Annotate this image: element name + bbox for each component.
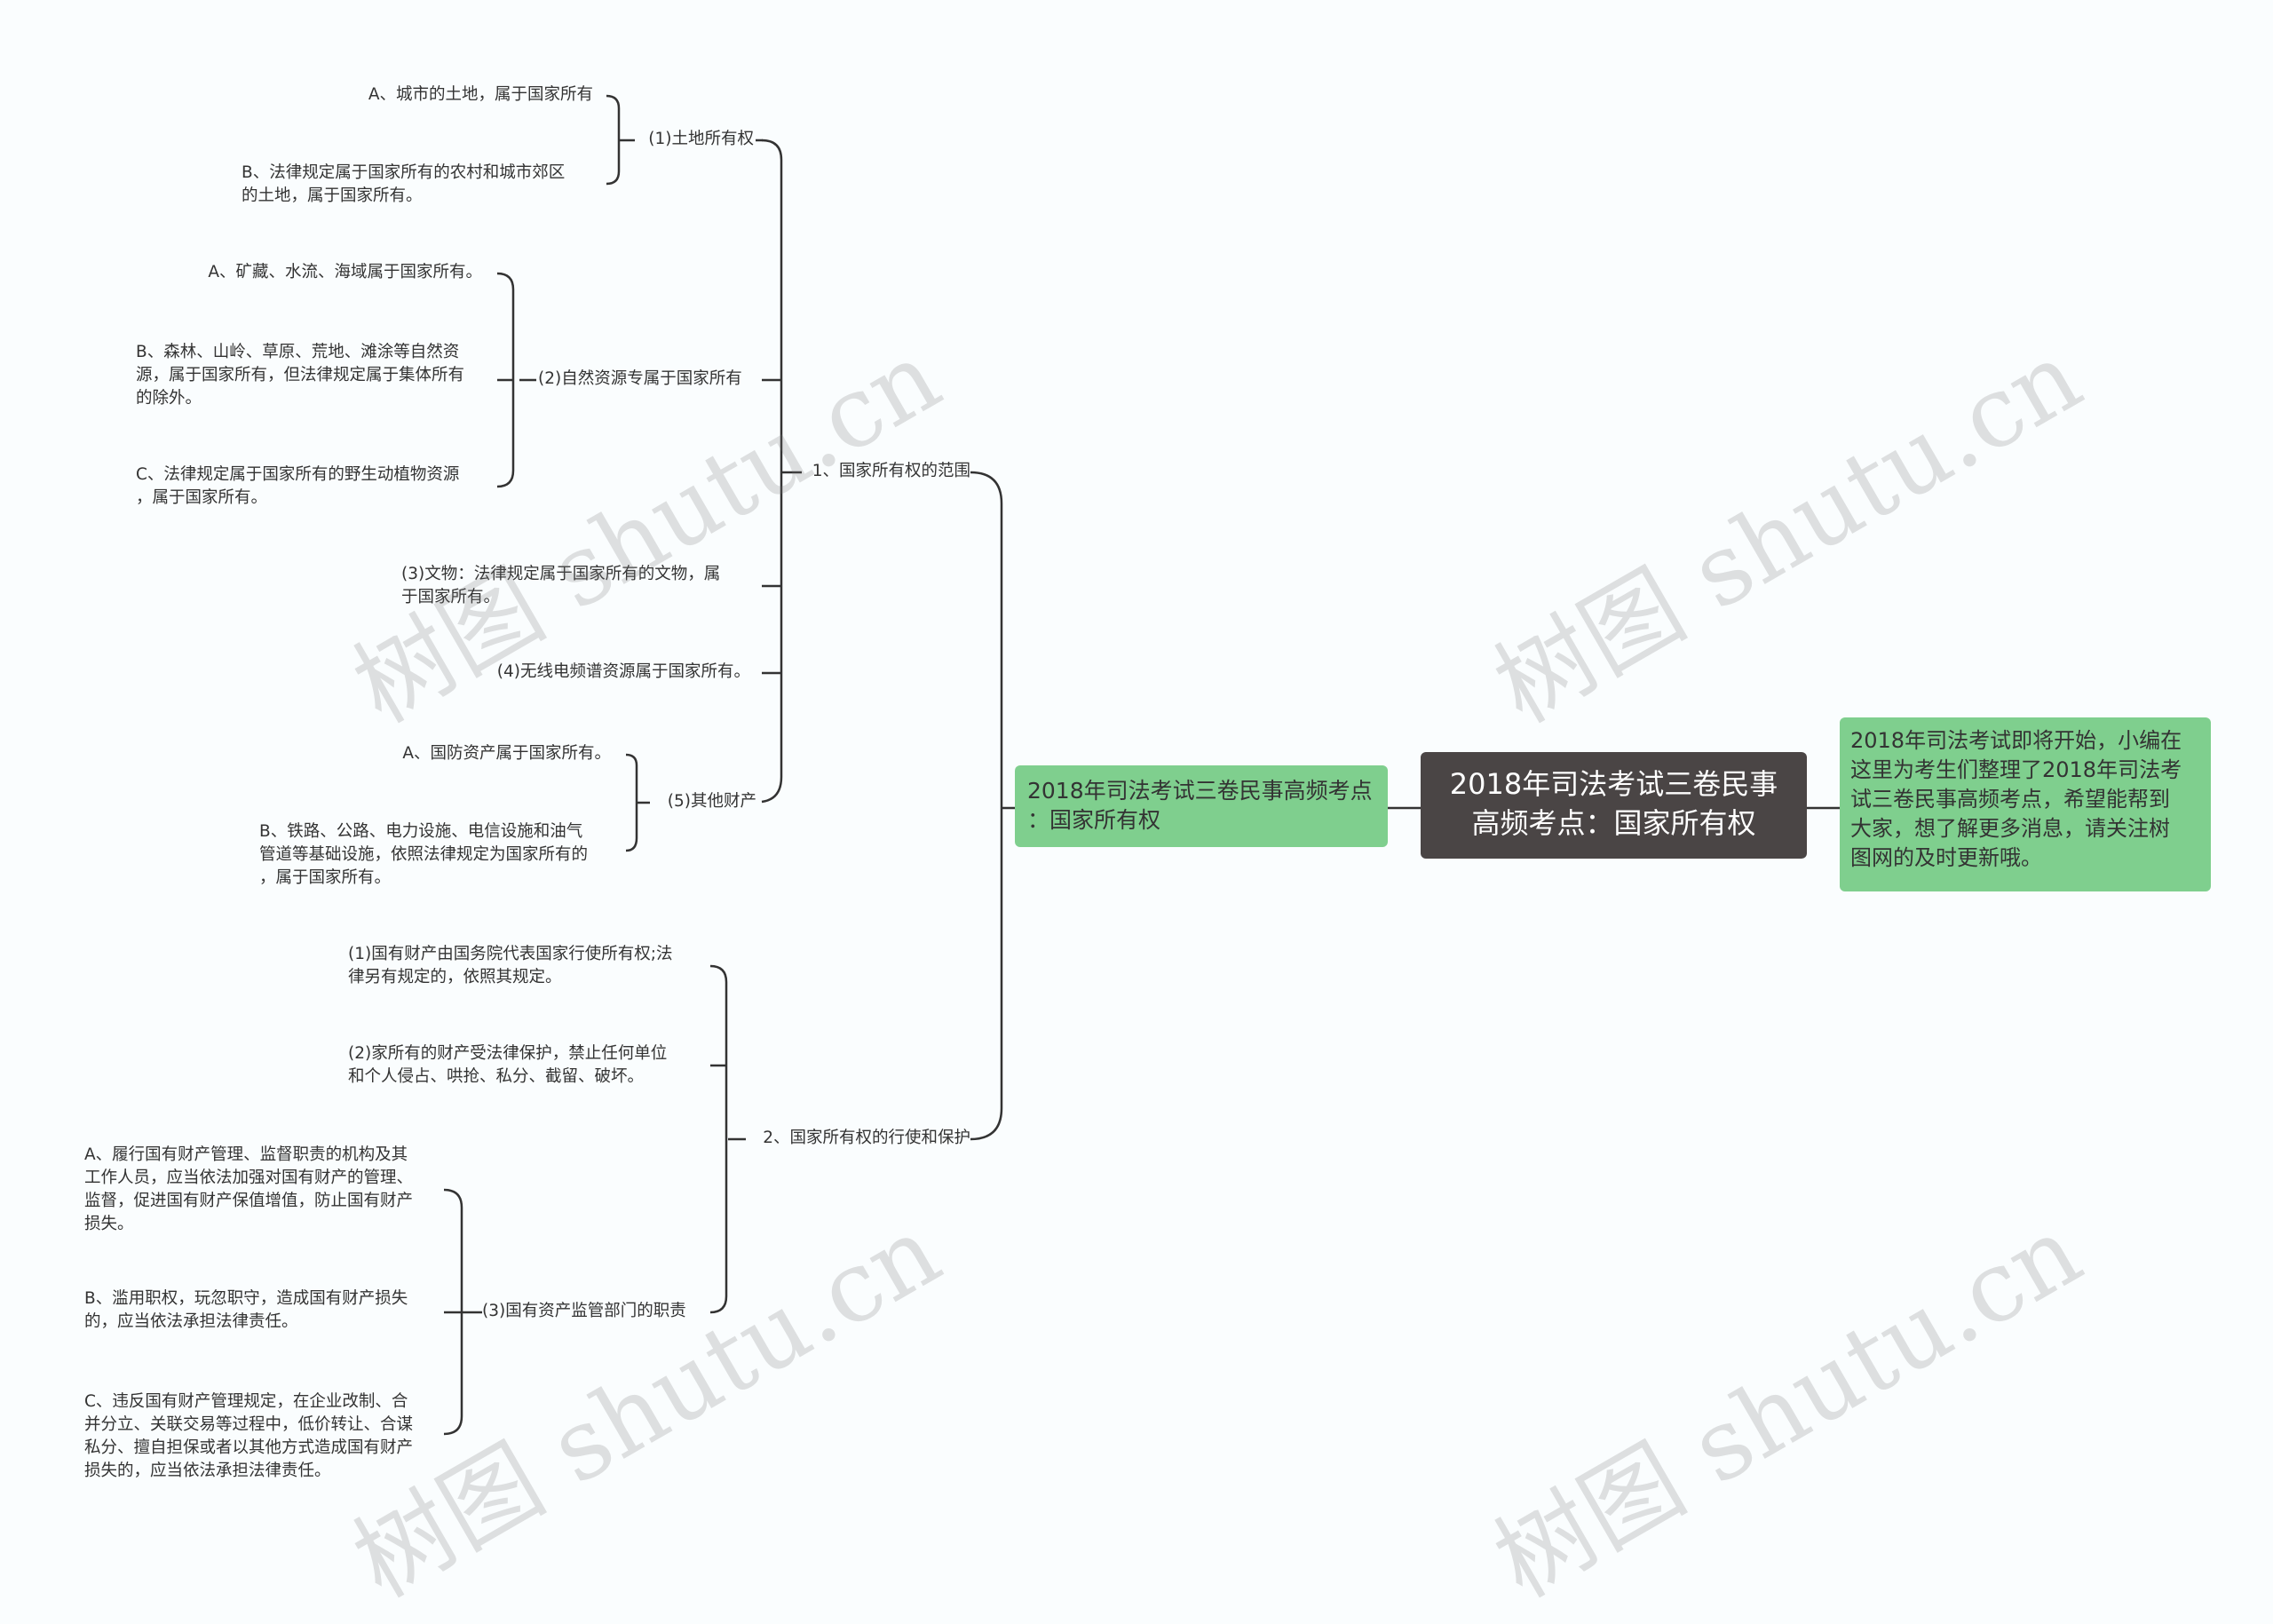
node-other[interactable]: (5)其他财产 xyxy=(667,792,756,811)
root-topic[interactable]: 2018年司法考试三卷民事 高频考点：国家所有权 xyxy=(1421,752,1807,859)
node-other-a[interactable]: A、国防资产属于国家所有。 xyxy=(402,744,611,763)
node-natural-a[interactable]: A、矿藏、水流、海域属于国家所有。 xyxy=(208,263,482,281)
spine-exercise xyxy=(709,964,728,1314)
node-p3-a[interactable]: A、履行国有财产管理、监督职责的机构及其 工作人员，应当依法加强对国有财产的管理… xyxy=(84,1145,414,1233)
node-natural-c[interactable]: C、法律规定属于国家所有的野生动植物资源 ，属于国家所有。 xyxy=(136,465,460,507)
subtopic-node[interactable]: 2018年司法考试三卷民事高频考点 ：国家所有权 xyxy=(1015,765,1388,847)
branch-exercise[interactable]: 2、国家所有权的行使和保护 xyxy=(763,1129,970,1147)
node-p2[interactable]: (2)家所有的财产受法律保护，禁止任何单位 和个人侵占、哄抢、私分、截留、破坏。 xyxy=(348,1044,668,1086)
connector-paths xyxy=(443,94,1840,1436)
node-p3-b[interactable]: B、滥用职权，玩忽职守，造成国有财产损失 的，应当依法承担法律责任。 xyxy=(84,1289,408,1331)
node-p3[interactable]: (3)国有资产监管部门的职责 xyxy=(482,1302,686,1320)
spine-scope xyxy=(761,139,783,804)
spine-level1 xyxy=(970,471,1003,1141)
node-p3-c[interactable]: C、违反国有财产管理规定，在企业改制、合 并分立、关联交易等过程中，低价转让、合… xyxy=(84,1392,414,1480)
branch-scope[interactable]: 1、国家所有权的范围 xyxy=(812,462,970,480)
node-land-a[interactable]: A、城市的土地，属于国家所有 xyxy=(368,85,593,104)
node-radio[interactable]: (4)无线电频谱资源属于国家所有。 xyxy=(496,662,750,681)
node-relics[interactable]: (3)文物：法律规定属于国家所有的文物，属 于国家所有。 xyxy=(401,565,721,606)
description-node[interactable]: 2018年司法考试即将开始，小编在 这里为考生们整理了2018年司法考 试三卷民… xyxy=(1840,717,2211,891)
node-natural-b[interactable]: B、森林、山岭、草原、荒地、滩涂等自然资 源，属于国家所有，但法律规定属于集体所… xyxy=(136,343,465,408)
node-p1[interactable]: (1)国有财产由国务院代表国家行使所有权;法 律另有规定的，依照其规定。 xyxy=(348,945,673,986)
connector-lines xyxy=(443,94,1840,1436)
node-natural[interactable]: (2)自然资源专属于国家所有 xyxy=(538,369,742,388)
spine-other xyxy=(625,753,638,852)
node-land-b[interactable]: B、法律规定属于国家所有的农村和城市郊区 的土地，属于国家所有。 xyxy=(242,163,566,205)
node-other-b[interactable]: B、铁路、公路、电力设施、电信设施和油气 管道等基础设施，依照法律规定为国家所有… xyxy=(259,822,589,887)
node-land[interactable]: (1)土地所有权 xyxy=(648,130,754,148)
